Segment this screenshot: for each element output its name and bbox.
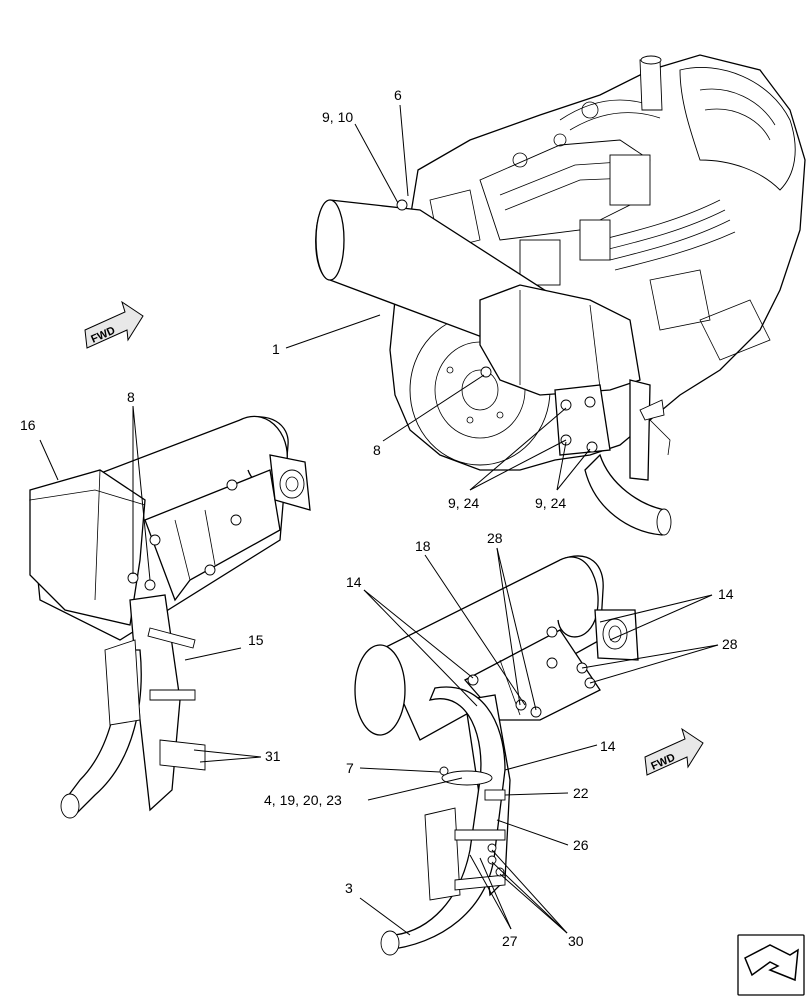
fwd-arrow-top: FWD — [84, 300, 144, 349]
callout-8-top: 8 — [373, 442, 381, 458]
callout-3: 3 — [345, 880, 353, 896]
callout-26: 26 — [573, 837, 589, 853]
muffler-installed — [315, 199, 672, 536]
callout-30: 30 — [568, 933, 584, 949]
callout-16: 16 — [20, 417, 36, 433]
callout-1: 1 — [272, 341, 280, 357]
callout-15: 15 — [248, 632, 264, 648]
muffler-bottom-assembly — [354, 555, 639, 956]
callout-14-mid: 14 — [600, 738, 616, 754]
callout-8-left: 8 — [127, 389, 135, 405]
callout-27: 27 — [502, 933, 518, 949]
callout-labels: 1 6 9, 10 8 16 8 9, 24 9, 24 15 31 18 28… — [20, 87, 738, 949]
callout-31: 31 — [265, 748, 281, 764]
fwd-arrow-bottom: FWD — [644, 727, 704, 776]
callout-14-right: 14 — [718, 586, 734, 602]
callout-14-left: 14 — [346, 574, 362, 590]
callout-7: 7 — [346, 760, 354, 776]
callout-28-top: 28 — [487, 530, 503, 546]
callout-18: 18 — [415, 538, 431, 554]
callout-22: 22 — [573, 785, 589, 801]
callout-9-10: 9, 10 — [322, 109, 353, 125]
muffler-left-assembly — [29, 415, 311, 819]
callout-4-19-20-23: 4, 19, 20, 23 — [264, 792, 342, 808]
callout-6: 6 — [394, 87, 402, 103]
navigation-arrow-icon[interactable] — [737, 934, 805, 996]
leader-lines — [39, 104, 719, 936]
callout-9-24-b: 9, 24 — [535, 495, 566, 511]
callout-9-24-a: 9, 24 — [448, 495, 479, 511]
callout-28-right: 28 — [722, 636, 738, 652]
